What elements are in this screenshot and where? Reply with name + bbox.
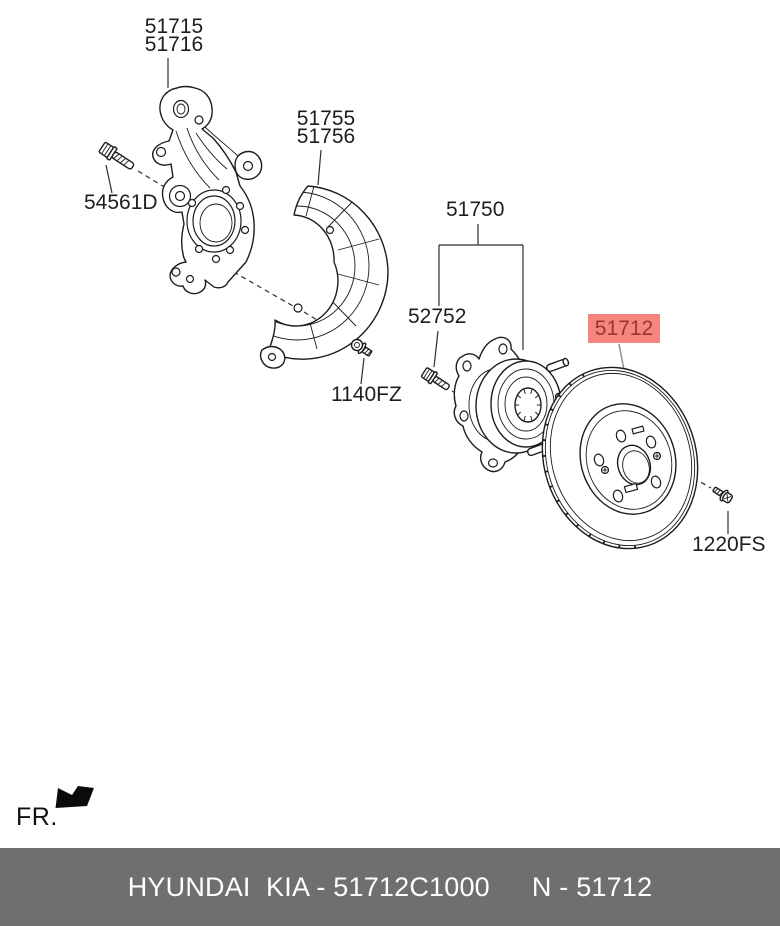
exploded-view-drawing — [98, 58, 733, 550]
hub-bearing-drawing — [453, 336, 579, 473]
fr-arrow-icon — [55, 786, 94, 808]
part-number[interactable]: 51755 — [296, 107, 356, 130]
part-label-52752[interactable]: 52752 — [408, 305, 467, 328]
part-number[interactable]: 51716 — [144, 33, 204, 56]
fr-direction-label: FR. — [16, 803, 58, 831]
knuckle-drawing — [152, 85, 263, 295]
bolt-52752-drawing — [420, 367, 450, 391]
part-number[interactable]: 51756 — [296, 125, 356, 148]
footer-bar: HYUNDAI KIA - 51712C1000 N - 51712 — [0, 848, 780, 926]
footer-reference-number: N - 51712 — [531, 871, 653, 902]
bolt-54561d-drawing — [98, 141, 135, 170]
screw-1220fs-drawing — [712, 486, 733, 504]
brake-disc-drawing — [541, 366, 699, 550]
part-label-1220fs[interactable]: 1220FS — [692, 533, 766, 556]
dust-shield-drawing — [259, 185, 389, 369]
footer-brand-partnumber: HYUNDAI KIA - 51712C1000 — [127, 871, 490, 902]
part-label-1140fz[interactable]: 1140FZ — [331, 383, 402, 406]
part-number[interactable]: 51715 — [144, 15, 204, 38]
part-label-54561d[interactable]: 54561D — [84, 191, 158, 214]
part-label-51755-51756[interactable]: 51755 51756 — [296, 107, 356, 148]
leader-lines — [105, 58, 729, 534]
part-label-51750[interactable]: 51750 — [446, 198, 505, 221]
part-label-51715-51716[interactable]: 51715 51716 — [144, 15, 204, 56]
part-label-51712-highlighted[interactable]: 51712 — [588, 314, 660, 343]
screw-1140fz-drawing — [350, 338, 373, 357]
